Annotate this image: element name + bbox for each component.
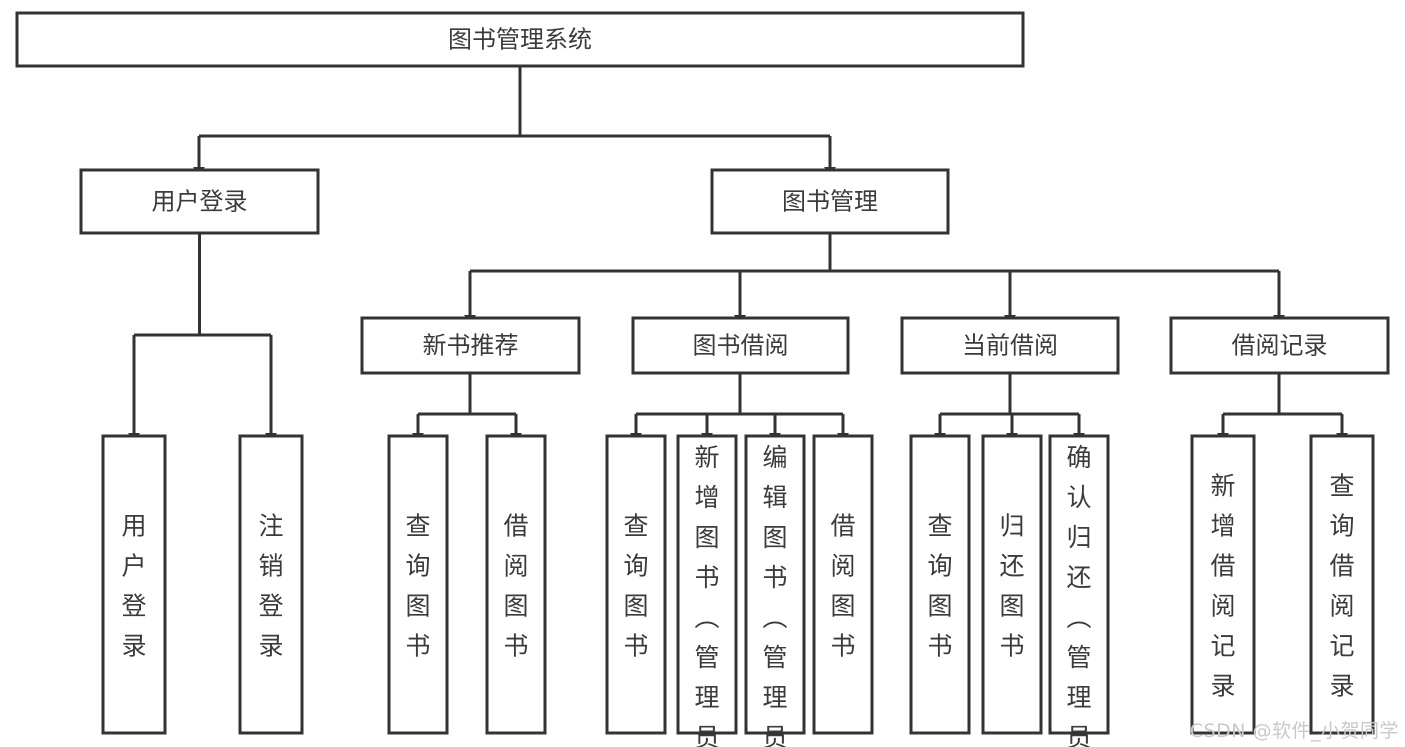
node-label: 当前借阅 <box>962 332 1058 360</box>
leaf-node-6[interactable]: 编辑图书︵管理员︶ <box>744 434 806 747</box>
root-node-book-management-system[interactable]: 图书管理系统 <box>15 11 1025 68</box>
node-label: 查询借阅记录 <box>1329 472 1354 701</box>
node-label: 图书管理 <box>782 188 878 216</box>
node-label: 编辑图书︵管理员︶ <box>762 443 787 747</box>
watermark-text: CSDN @软件_小贺同学 <box>1189 720 1399 742</box>
level3-node-1[interactable]: 图书借阅 <box>631 316 850 375</box>
node-label: 用户登录 <box>121 512 146 661</box>
leaf-node-4[interactable]: 查询图书 <box>605 434 667 735</box>
node-label: 确认归还︵管理员︶ <box>1066 443 1091 747</box>
node-label: 查询图书 <box>927 512 952 661</box>
leaf-node-9[interactable]: 归还图书 <box>981 434 1043 735</box>
node-boxes: 图书管理系统用户登录图书管理新书推荐图书借阅当前借阅借阅记录用户登录注销登录查询… <box>15 11 1390 747</box>
node-label: 借阅记录 <box>1232 332 1328 360</box>
node-label: 图书管理系统 <box>448 26 592 54</box>
node-label: 新书推荐 <box>423 332 519 360</box>
node-label: 注销登录 <box>258 512 283 661</box>
connector-edges <box>128 66 1348 444</box>
node-label: 借阅图书 <box>830 512 855 661</box>
node-label: 新增图书︵管理员︶ <box>694 443 719 747</box>
level3-node-0[interactable]: 新书推荐 <box>360 316 581 375</box>
level2-node-1[interactable]: 图书管理 <box>710 168 950 235</box>
node-label: 新增借阅记录 <box>1210 472 1235 701</box>
leaf-node-12[interactable]: 查询借阅记录 <box>1309 434 1375 735</box>
leaf-node-11[interactable]: 新增借阅记录 <box>1190 434 1256 735</box>
leaf-node-5[interactable]: 新增图书︵管理员︶ <box>676 434 738 747</box>
leaf-node-3[interactable]: 借阅图书 <box>485 434 547 735</box>
node-label: 用户登录 <box>152 188 248 216</box>
node-label: 借阅图书 <box>503 512 528 661</box>
leaf-node-1[interactable]: 注销登录 <box>238 434 304 735</box>
leaf-node-10[interactable]: 确认归还︵管理员︶ <box>1048 434 1110 747</box>
node-label: 图书借阅 <box>693 332 789 360</box>
level3-node-2[interactable]: 当前借阅 <box>900 316 1120 375</box>
level3-node-3[interactable]: 借阅记录 <box>1169 316 1390 375</box>
leaf-node-2[interactable]: 查询图书 <box>387 434 449 735</box>
node-label: 查询图书 <box>623 512 648 661</box>
node-label: 归还图书 <box>999 512 1024 661</box>
leaf-node-0[interactable]: 用户登录 <box>101 434 167 735</box>
level2-node-0[interactable]: 用户登录 <box>79 168 320 235</box>
leaf-node-7[interactable]: 借阅图书 <box>812 434 874 735</box>
node-label: 查询图书 <box>405 512 430 661</box>
leaf-node-8[interactable]: 查询图书 <box>909 434 971 735</box>
